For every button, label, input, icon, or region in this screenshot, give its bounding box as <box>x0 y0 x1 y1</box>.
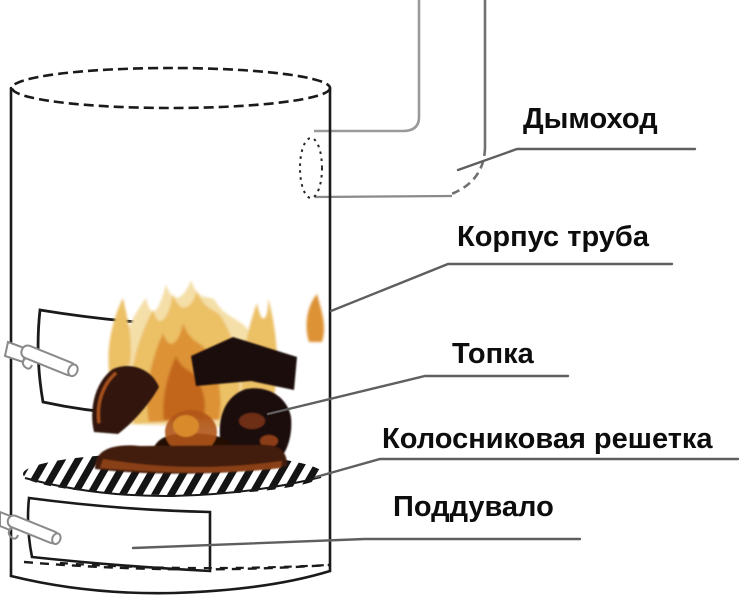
body-bottom-hidden-edge <box>23 560 330 571</box>
flames <box>108 280 325 428</box>
pipe-hole <box>299 137 323 199</box>
ash-door-handle <box>0 510 62 546</box>
leader-ashpit <box>131 537 582 550</box>
leader-grate <box>314 457 740 479</box>
leader-firebox <box>266 374 570 416</box>
label-ashpit: Поддувало <box>393 491 554 523</box>
fire-photo <box>92 280 325 474</box>
label-firebox: Топка <box>452 338 534 370</box>
label-chimney: Дымоход <box>523 103 658 135</box>
body-top-rim <box>10 66 332 110</box>
burning-logs <box>92 337 297 474</box>
body-bottom-rim <box>9 569 332 595</box>
label-grate: Колосниковая решетка <box>382 423 713 455</box>
stove-body <box>9 66 332 595</box>
firebox-door-handle <box>3 340 79 378</box>
label-body: Корпус труба <box>457 221 649 253</box>
leader-body <box>329 262 674 313</box>
ash-door <box>0 496 329 573</box>
leader-lines <box>131 147 740 550</box>
chimney-pipe <box>299 0 487 199</box>
leader-chimney <box>456 147 697 172</box>
